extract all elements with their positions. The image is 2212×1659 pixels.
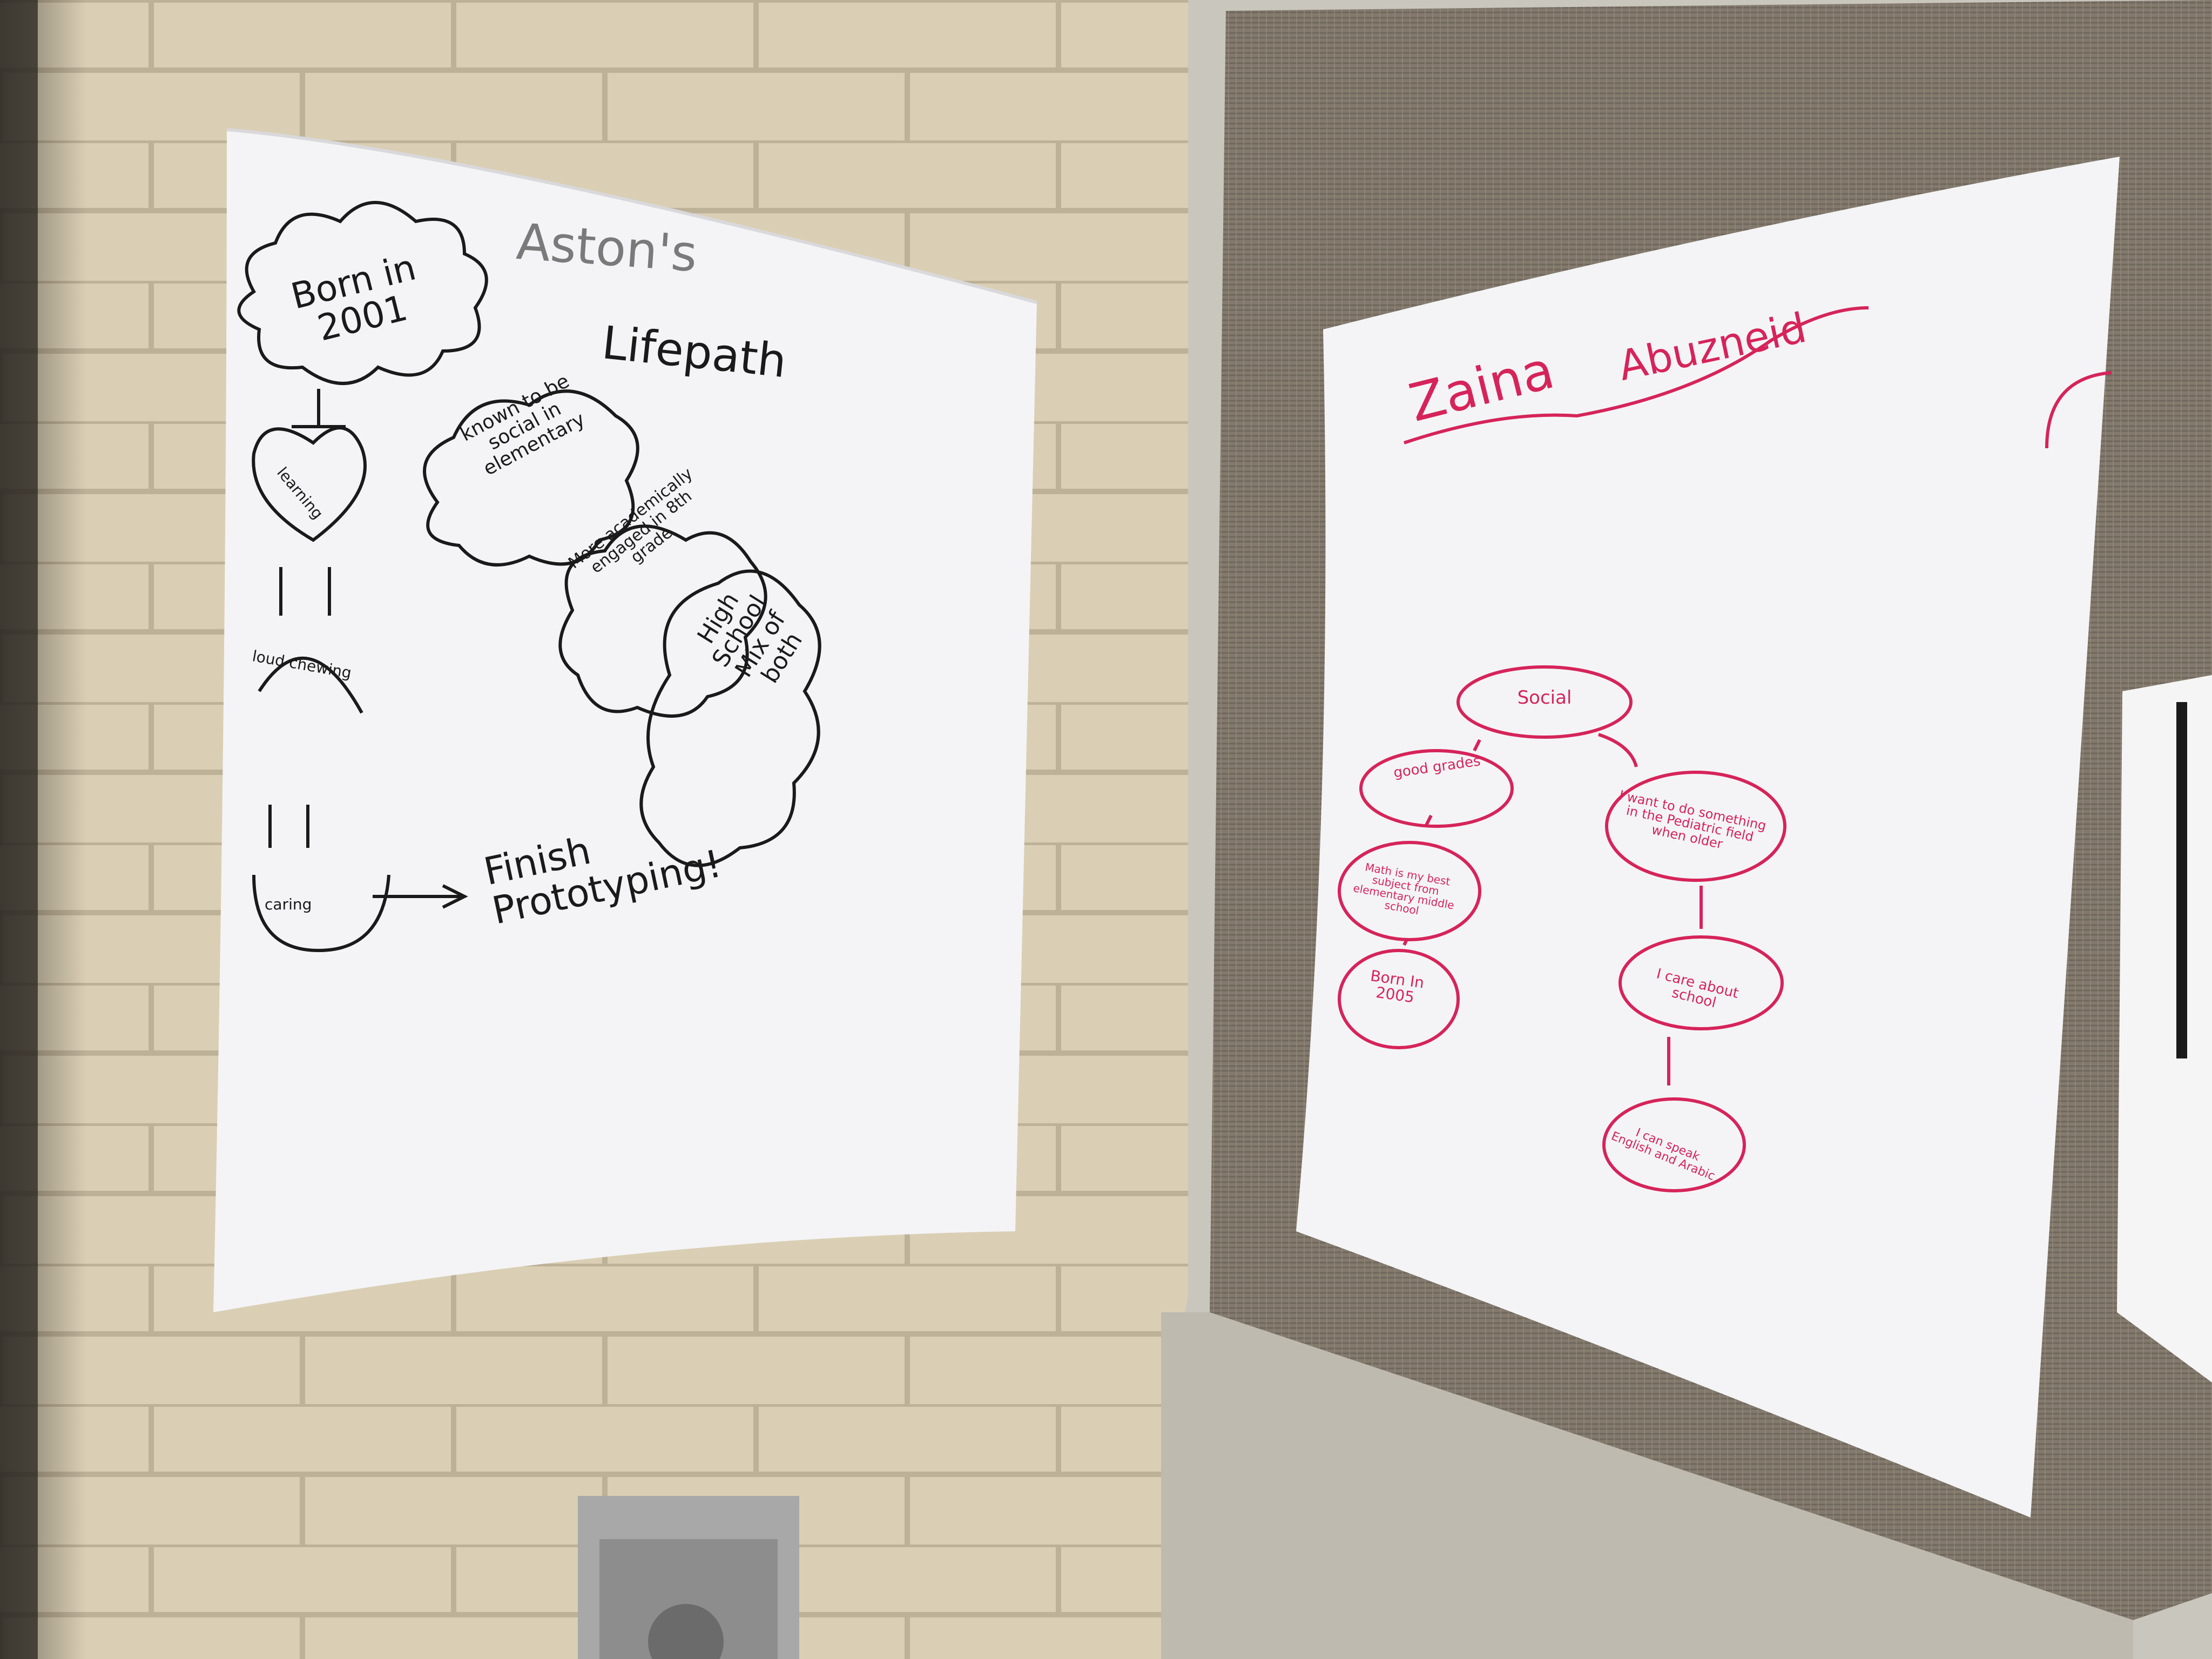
heart-icon <box>252 426 367 542</box>
cloud-highschool-shape <box>639 569 821 867</box>
node-born-shape <box>1338 949 1460 1049</box>
right-poster-paper <box>1296 157 2120 1518</box>
left-title-name: Aston's <box>514 213 699 284</box>
left-poster-paper <box>213 130 1037 1312</box>
arc-shape <box>258 656 363 714</box>
node-languages-shape <box>1602 1097 1746 1192</box>
node-social-shape <box>1456 665 1633 739</box>
node-social-label: Social <box>1517 687 1572 709</box>
node-pediatric-shape <box>1605 771 1786 882</box>
node-math-shape <box>1338 841 1481 941</box>
title-underline <box>1404 306 1869 444</box>
node-care-school-shape <box>1618 935 1784 1030</box>
cloud-engaged-shape <box>558 524 767 718</box>
born-cloud-shape <box>237 201 488 385</box>
cup-label: caring <box>265 895 312 913</box>
whiteboard-edge <box>2117 675 2212 1382</box>
node-good-grades-shape <box>1359 749 1514 828</box>
arrow-icon <box>373 884 468 909</box>
cloud-social-shape <box>423 389 639 567</box>
cup-shape <box>252 874 390 953</box>
